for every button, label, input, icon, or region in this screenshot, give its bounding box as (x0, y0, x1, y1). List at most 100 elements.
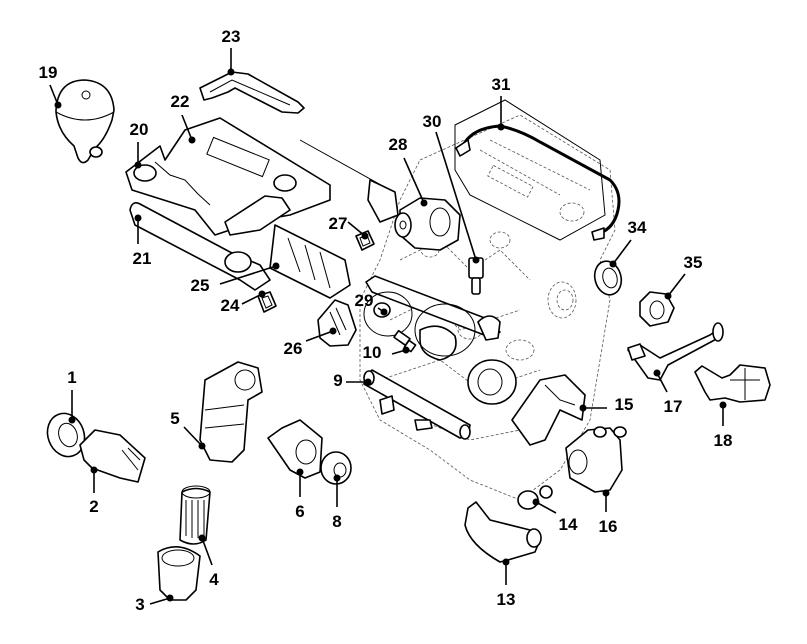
leader-dot-18 (719, 401, 727, 409)
callout-number-18: 18 (714, 431, 733, 450)
leader-line-17 (656, 372, 668, 393)
part-9-rail (363, 369, 471, 440)
leader-dot-9 (364, 378, 372, 386)
callout-number-35: 35 (684, 253, 703, 272)
leader-dot-13 (502, 558, 510, 566)
leader-dot-27 (361, 232, 369, 240)
leader-dot-20 (134, 161, 142, 169)
leader-line-28 (403, 157, 425, 204)
callout-30: 30 (423, 112, 480, 264)
leader-line-34 (612, 239, 632, 265)
part-17-pipe (627, 322, 724, 381)
callout-28: 28 (389, 135, 428, 207)
leader-line-24 (241, 293, 263, 305)
callout-number-15: 15 (615, 395, 634, 414)
callout-number-17: 17 (664, 397, 683, 416)
leader-dot-31 (497, 123, 505, 131)
callout-1: 1 (67, 368, 77, 424)
part-5-filter-housing (199, 361, 263, 463)
callout-number-6: 6 (295, 502, 304, 521)
callout-13: 13 (497, 558, 515, 609)
part-21-manifold (129, 139, 399, 299)
part-30-sensor (468, 257, 484, 295)
callout-number-10: 10 (363, 343, 382, 362)
part-26-fitting (317, 299, 357, 347)
callout-number-21: 21 (133, 249, 152, 268)
leader-dot-2 (90, 466, 98, 474)
callout-9: 9 (333, 371, 372, 390)
callout-8: 8 (332, 474, 342, 531)
callout-number-25: 25 (191, 276, 210, 295)
part-29-fuel-rail (363, 275, 501, 361)
leader-dot-29 (380, 308, 388, 316)
callout-34: 34 (609, 218, 647, 268)
callout-number-31: 31 (492, 75, 511, 94)
callout-number-26: 26 (284, 339, 303, 358)
leader-line-14 (535, 501, 557, 514)
leader-line-25 (219, 265, 277, 285)
engine-ring (467, 359, 517, 405)
callout-number-29: 29 (355, 291, 374, 310)
callout-number-8: 8 (332, 512, 341, 531)
leader-line-30 (435, 131, 477, 261)
callout-number-22: 22 (171, 92, 190, 111)
callout-number-20: 20 (130, 120, 149, 139)
leader-dot-5 (198, 442, 206, 450)
callout-number-28: 28 (389, 135, 408, 154)
part-13-pipe (464, 501, 542, 563)
callout-24: 24 (221, 290, 266, 315)
leader-dot-35 (664, 292, 672, 300)
callout-25: 25 (191, 262, 280, 295)
part-34-seal (593, 260, 623, 296)
part-28-throttle-body (394, 197, 461, 251)
callout-number-3: 3 (135, 595, 144, 614)
leader-line-4 (201, 537, 213, 566)
callout-6: 6 (295, 468, 305, 521)
part-2-solenoid (79, 429, 146, 483)
part-4-filter (179, 485, 211, 545)
leader-dot-19 (54, 101, 62, 109)
callout-15: 15 (579, 395, 634, 414)
callout-17: 17 (653, 369, 683, 416)
part-3-filter-cup (157, 546, 201, 601)
callout-number-34: 34 (628, 218, 647, 237)
leader-dot-6 (296, 468, 304, 476)
leader-dot-34 (609, 260, 617, 268)
leader-line-19 (49, 84, 59, 106)
callout-26: 26 (284, 327, 337, 358)
leader-dot-1 (68, 416, 76, 424)
part-6-bracket (267, 419, 323, 479)
leader-dot-26 (329, 327, 337, 335)
callout-14: 14 (532, 498, 578, 534)
callout-number-23: 23 (222, 27, 241, 46)
callout-5: 5 (170, 409, 206, 450)
leader-dot-14 (532, 498, 540, 506)
callouts: 1 2 34 5 6 8 9 10 13 14 15 16 17 18 19 20 21 22 23 24 25 26 27… (39, 27, 733, 614)
callout-number-19: 19 (39, 63, 58, 82)
callout-number-16: 16 (599, 517, 618, 536)
callout-18: 18 (714, 401, 733, 450)
callout-27: 27 (329, 214, 369, 240)
leader-line-26 (305, 330, 334, 342)
leader-line-27 (347, 221, 366, 237)
callout-29: 29 (355, 291, 388, 316)
callout-16: 16 (599, 489, 618, 536)
leader-dot-22 (188, 136, 196, 144)
leader-dot-16 (602, 489, 610, 497)
leader-dot-28 (420, 199, 428, 207)
leader-line-22 (181, 114, 193, 141)
part-1-ring (46, 412, 86, 458)
part-18-pump (694, 364, 771, 403)
leader-dot-21 (134, 214, 142, 222)
leader-dot-17 (653, 369, 661, 377)
callout-19: 19 (39, 63, 62, 109)
callout-number-14: 14 (559, 515, 578, 534)
leader-line-5 (183, 426, 203, 447)
callout-21: 21 (133, 214, 152, 268)
callout-number-2: 2 (89, 497, 98, 516)
leader-dot-23 (227, 68, 235, 76)
part-31-wire (455, 124, 621, 241)
callout-number-30: 30 (423, 112, 442, 131)
part-8-cap (320, 451, 352, 485)
